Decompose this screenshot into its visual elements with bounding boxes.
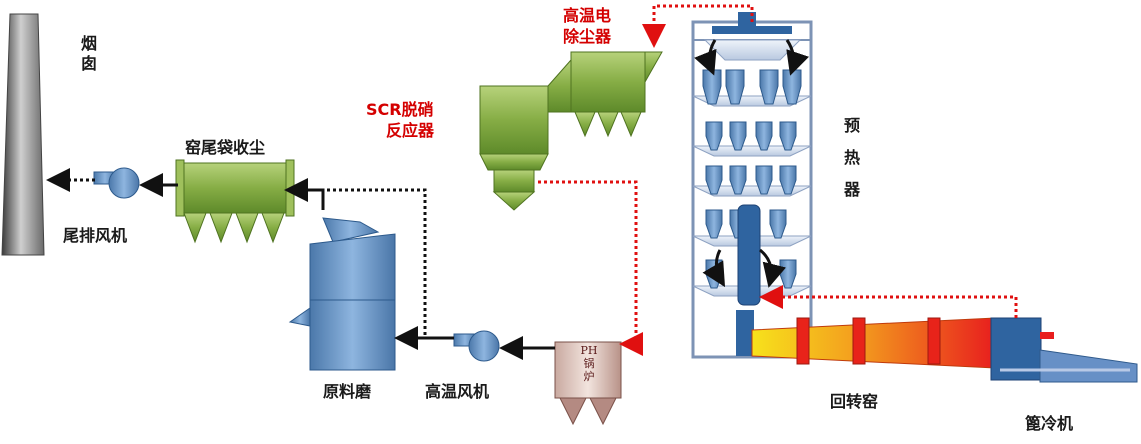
scr-reactor-label-line2: 反应器	[386, 121, 435, 140]
kiln-tail-baghouse	[175, 159, 295, 244]
high-temp-fan	[453, 330, 500, 362]
grate-cooler	[990, 317, 1138, 383]
raw-mill-label: 原料磨	[323, 382, 372, 401]
red-flow-lines	[538, 4, 1018, 356]
rotary-kiln-label: 回转窑	[830, 392, 879, 411]
scr-reactor-label-line1: SCR脱硝	[366, 100, 434, 119]
chimney-label: 烟囱	[80, 34, 97, 73]
esp-label-line2: 除尘器	[563, 27, 612, 46]
ph-boiler-label: PH锅炉	[580, 344, 598, 383]
ph-boiler	[554, 341, 622, 426]
scr-reactor	[479, 85, 549, 211]
high-temp-fan-label: 高温风机	[425, 382, 490, 401]
rotary-kiln	[751, 317, 996, 369]
esp-label-line1: 高温电	[563, 6, 612, 25]
kiln-tail-baghouse-label: 窑尾袋收尘	[185, 138, 266, 157]
high-temp-esp	[547, 51, 663, 138]
black-dotted-lines	[46, 168, 427, 335]
tail-fan-label: 尾排风机	[63, 226, 128, 245]
raw-mill	[288, 217, 396, 371]
cooler-label: 篦冷机	[1025, 414, 1074, 433]
preheater-tower	[691, 12, 813, 359]
chimney	[1, 13, 45, 256]
preheater-label: 预热器	[843, 116, 860, 199]
tail-fan	[93, 167, 140, 199]
